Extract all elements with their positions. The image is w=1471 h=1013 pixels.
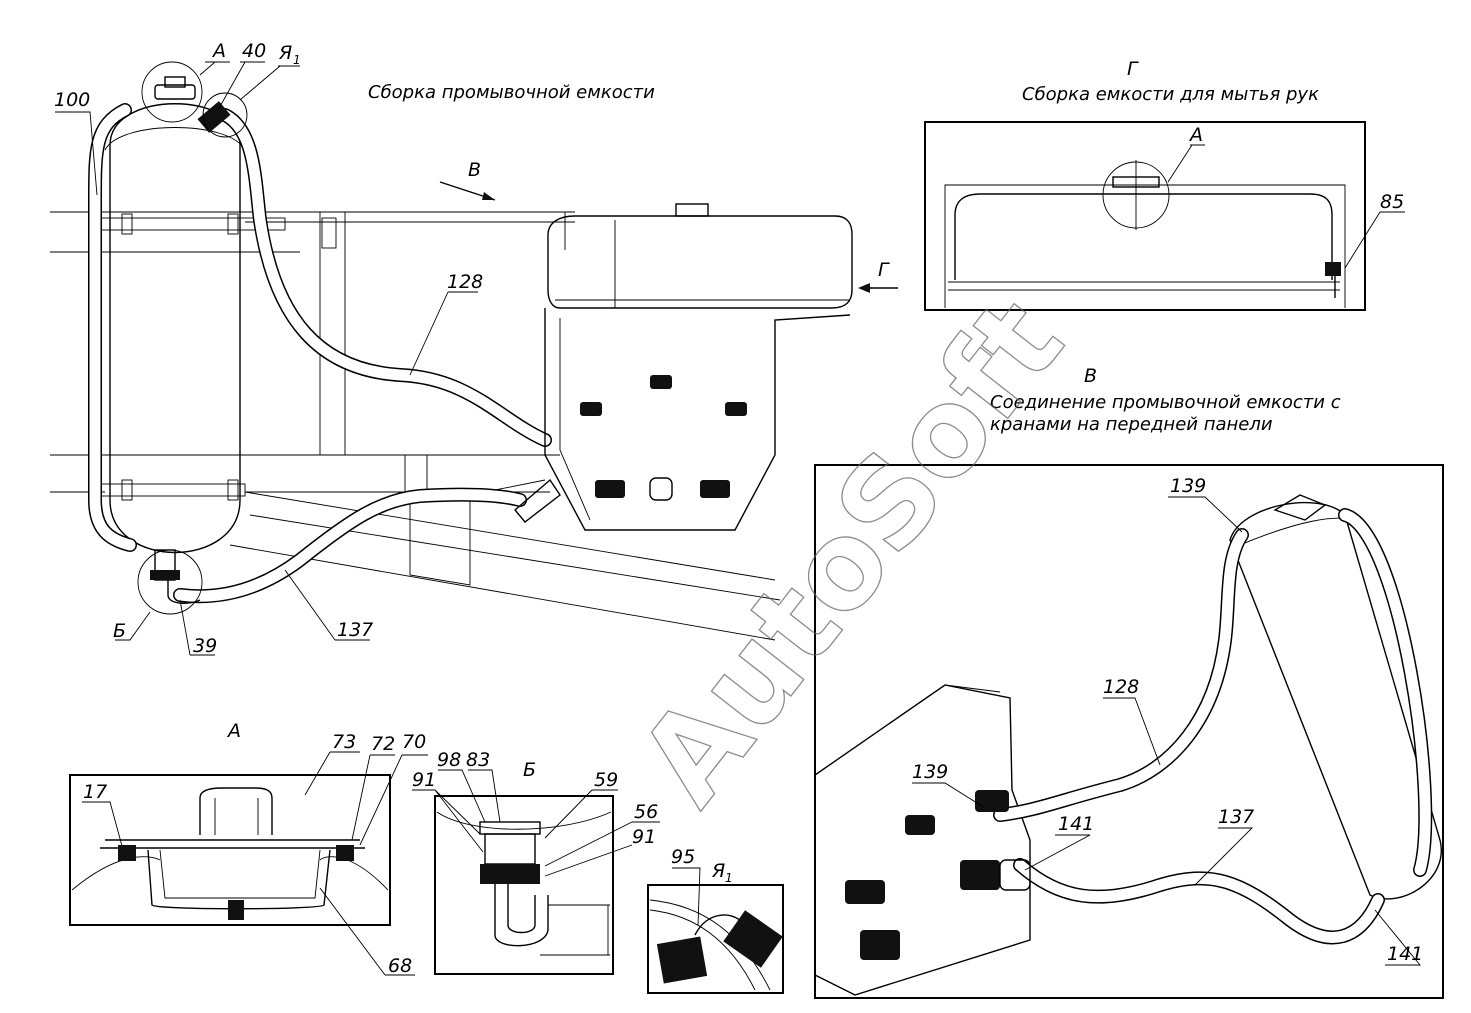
view-v-callout-139-left: 139: [912, 761, 948, 783]
view-v-title-line1: Соединение промывочной емкости с: [990, 392, 1341, 413]
detail-a-frame: 73 72 70 17 68: [69, 731, 428, 977]
main-callouts: А 40 Я 1 100 128 Б 39 137: [54, 40, 483, 657]
detail-b-frame: 98 83 91 59 56 91: [412, 749, 660, 975]
view-g-callout-85: 85: [1380, 191, 1404, 213]
watermark: AutoSoft: [614, 274, 1091, 830]
detail-b-callout-83: 83: [466, 749, 490, 771]
washing-tank: [109, 103, 241, 554]
view-v-tank: [1229, 502, 1442, 900]
detail-ya-letter: Я: [711, 860, 725, 882]
callout-39: 39: [193, 635, 217, 657]
view-g-frame: А 85: [924, 121, 1405, 311]
view-v-letter: В: [1084, 365, 1097, 387]
callout-128: 128: [447, 271, 483, 293]
detail-ya-subscript: 1: [725, 871, 733, 885]
detail-a-callout-72: 72: [371, 733, 395, 755]
view-g-title: Сборка емкости для мытья рук: [1022, 84, 1319, 105]
view-v-title-line2: кранами на передней панели: [990, 414, 1273, 435]
callout-b: Б: [113, 620, 126, 642]
detail-a-callout-73: 73: [332, 731, 356, 753]
view-v-frame: 139 128 139 141 137 141: [814, 464, 1444, 999]
detail-a-callout-68: 68: [388, 955, 412, 977]
detail-a-callout-70: 70: [402, 731, 426, 753]
view-v-callout-137: 137: [1218, 806, 1254, 828]
view-g-letter: Г: [1127, 58, 1139, 80]
view-arrow-g-label: Г: [878, 259, 890, 281]
callout-137: 137: [337, 619, 373, 641]
detail-b-callout-98: 98: [437, 749, 461, 771]
view-v-callout-141-bottom: 141: [1387, 943, 1423, 965]
detail-ya-callout-95: 95: [671, 846, 695, 868]
detail-b-letter: Б: [523, 759, 536, 781]
detail-b-callout-56: 56: [634, 801, 658, 823]
detail-b-callout-59: 59: [594, 769, 618, 791]
main-assembly-view: [50, 61, 853, 641]
callout-ya1: Я: [278, 42, 292, 64]
callout-ya1-sub: 1: [293, 53, 301, 67]
detail-a-callout-17: 17: [83, 781, 107, 803]
detail-a-letter: А: [226, 720, 241, 742]
callout-100: 100: [54, 89, 90, 111]
view-g-callout-a: А: [1188, 124, 1203, 146]
main-assembly-title: Сборка промывочной емкости: [368, 82, 655, 103]
view-v-callout-128: 128: [1103, 676, 1139, 698]
detail-b-callout-91-top: 91: [412, 769, 436, 791]
view-v-callout-139-top: 139: [1170, 475, 1206, 497]
detail-ya-frame: 95: [647, 846, 784, 994]
callout-40: 40: [242, 40, 266, 62]
panel-taps: [580, 375, 747, 501]
callout-a: А: [211, 40, 226, 62]
view-v-callout-141-mid: 141: [1058, 813, 1094, 835]
detail-b-callout-91-bottom: 91: [632, 826, 656, 848]
view-arrow-v-label: В: [468, 159, 481, 181]
handwash-tank: [547, 215, 853, 309]
